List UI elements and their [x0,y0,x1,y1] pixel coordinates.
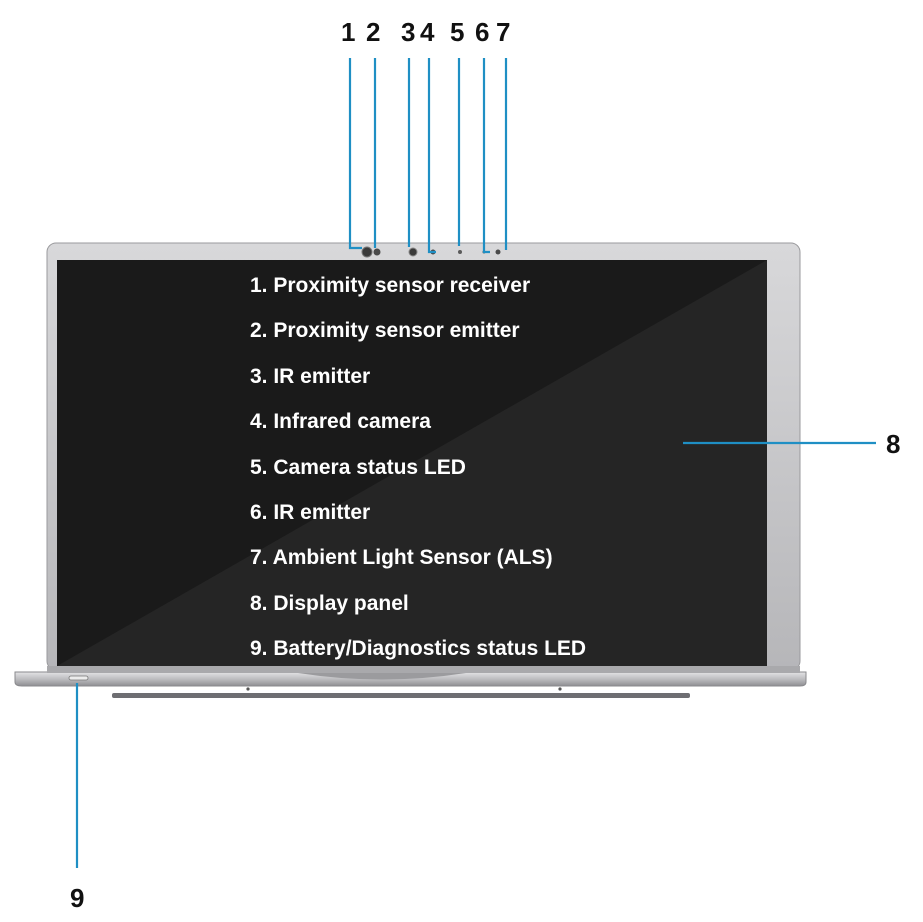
leader-1 [348,58,362,250]
callout-3: 3 [401,17,415,47]
callout-2: 2 [366,17,380,47]
legend-item: 1. Proximity sensor receiver [250,274,530,297]
callout-6: 6 [475,17,489,47]
callout-5: 5 [450,17,464,47]
legend-item: 8. Display panel [250,592,409,615]
base-screw-1 [246,687,250,691]
ambient-light-sensor [495,249,501,255]
leader-6 [482,58,490,254]
callout-8: 8 [886,429,900,459]
legend-item: 6. IR emitter [250,501,370,524]
callout-9: 9 [70,883,84,913]
callout-leaders [75,58,876,868]
base-screw-2 [558,687,562,691]
legend-list: 1. Proximity sensor receiver 2. Proximit… [250,274,586,660]
callout-7: 7 [496,17,510,47]
legend-item: 9. Battery/Diagnostics status LED [250,637,586,660]
legend-item: 5. Camera status LED [250,456,466,479]
proximity-emitter-sensor [373,248,381,256]
ir-emitter-left [408,247,418,257]
legend-item: 4. Infrared camera [250,410,431,433]
hinge-strip [47,666,800,673]
screen-reflection [57,260,767,666]
legend-item: 7. Ambient Light Sensor (ALS) [250,546,553,569]
proximity-receiver-sensor [361,246,373,258]
callout-1: 1 [341,17,355,47]
callout-4: 4 [420,17,435,47]
laptop-base [14,671,807,687]
battery-status-led [68,675,89,681]
legend-item: 3. IR emitter [250,365,370,388]
legend-item: 2. Proximity sensor emitter [250,319,520,342]
base-foot [112,693,690,698]
leader-4 [427,58,436,254]
camera-status-led [458,250,462,254]
sensor-array [361,246,501,258]
lid-opening-notch [298,673,466,680]
